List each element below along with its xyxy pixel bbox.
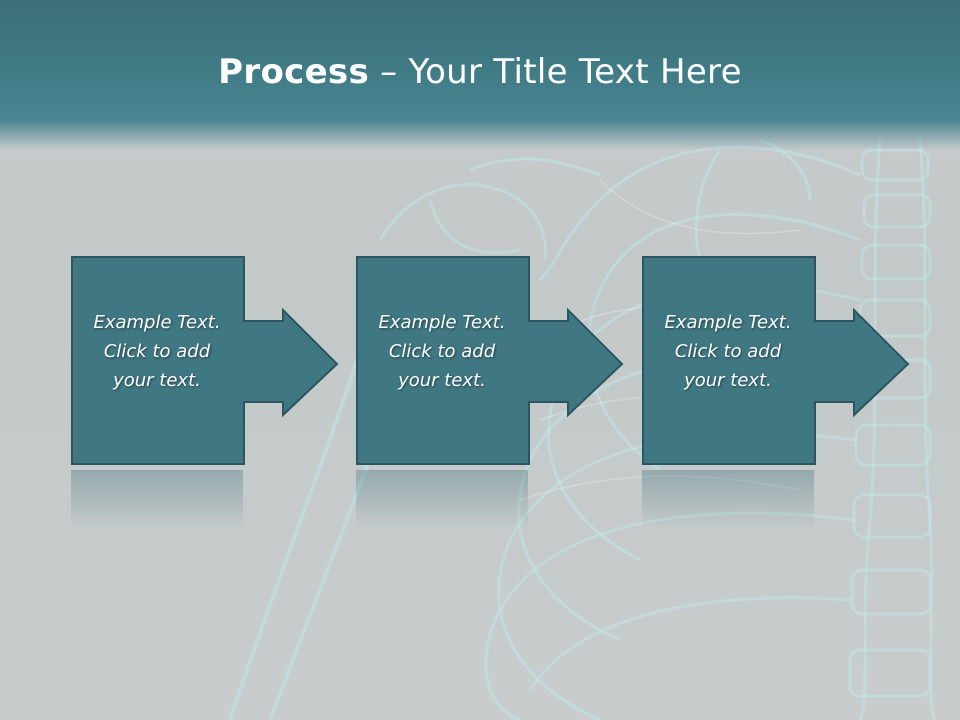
right-arrow-icon [71,256,339,465]
right-arrow-icon [642,256,910,465]
process-step-3-reflection [642,470,814,530]
slide-title-rest: – Your Title Text Here [369,52,742,92]
process-step-1-reflection [71,470,243,530]
right-arrow-icon [356,256,624,465]
process-step-text[interactable]: Example Text. Click to add your text. [664,312,792,391]
process-step-text[interactable]: Example Text. Click to add your text. [378,312,506,391]
process-step-2[interactable]: Example Text. Click to add your text. [356,256,624,466]
process-step-text[interactable]: Example Text. Click to add your text. [93,312,221,391]
title-bar [0,0,960,150]
slide-title-bold: Process [218,52,370,92]
process-step-3[interactable]: Example Text. Click to add your text. [642,256,910,466]
slide-title[interactable]: Process – Your Title Text Here [0,52,960,92]
process-step-1[interactable]: Example Text. Click to add your text. [71,256,339,466]
process-step-2-reflection [356,470,528,530]
